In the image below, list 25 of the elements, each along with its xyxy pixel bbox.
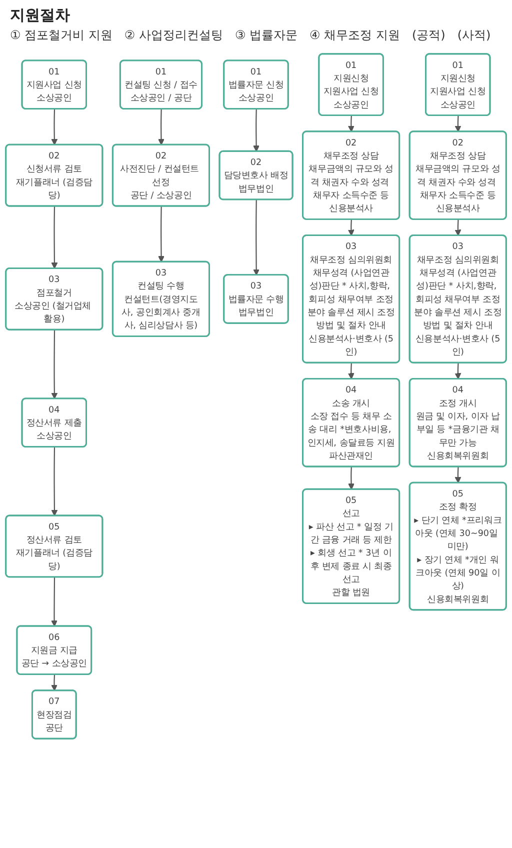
arrow: [454, 220, 462, 236]
arrow: [51, 577, 58, 627]
section-heading: ③ 법률자문: [234, 27, 298, 44]
arrow: [51, 206, 58, 269]
arrow: [454, 466, 462, 484]
arrow: [51, 447, 58, 516]
section-heading: ② 사업정리컨설팅: [124, 27, 223, 44]
arrow: [51, 109, 58, 146]
arrow: [348, 116, 354, 132]
section-heading: (공적): [412, 27, 446, 44]
arrow: [51, 330, 58, 400]
arrow: [253, 200, 260, 276]
section-heading: (사적): [457, 27, 491, 44]
section-heading: ④ 채무조정 지원: [310, 27, 400, 44]
arrow: [158, 206, 164, 262]
arrow: [348, 220, 354, 236]
arrow: [158, 109, 164, 146]
arrow: [253, 109, 260, 152]
section-heading: ① 점포철거비 지원: [10, 27, 112, 44]
arrow: [348, 362, 354, 380]
arrow: [454, 362, 462, 380]
arrow: [348, 466, 354, 490]
arrow: [454, 116, 462, 132]
page-title: 지원절차: [10, 6, 71, 25]
arrow: [51, 674, 58, 691]
